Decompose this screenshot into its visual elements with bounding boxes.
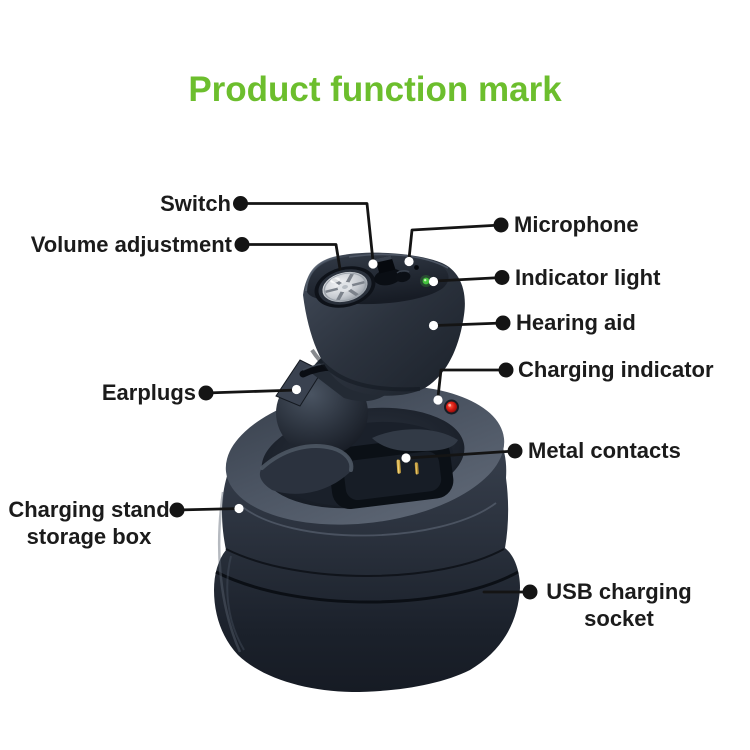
label-volume-adjustment: Volume adjustment xyxy=(30,232,232,257)
anchor-dot-indicator-light xyxy=(428,276,439,287)
indicator-led xyxy=(420,275,432,287)
charging-led xyxy=(444,399,459,415)
callout-line-indicator-light xyxy=(433,276,504,283)
callout-dot-earplugs xyxy=(198,385,214,401)
callout-dots xyxy=(169,196,538,600)
label-usb-charging-socket: USB charging socket xyxy=(541,578,697,632)
power-switch xyxy=(374,255,411,286)
hearing-aid-body xyxy=(299,252,465,402)
callout-dot-metal-contacts xyxy=(507,443,523,459)
anchor-dot-metal-contacts xyxy=(401,453,411,463)
label-usb-line2: socket xyxy=(584,606,654,631)
callout-lines xyxy=(175,202,532,594)
callout-line-volume xyxy=(240,243,342,271)
callout-dot-microphone xyxy=(493,217,509,233)
callout-dot-volume xyxy=(234,237,250,252)
callout-line-microphone xyxy=(407,223,503,261)
callout-line-switch xyxy=(239,202,375,263)
callout-dot-switch xyxy=(233,196,248,211)
callout-line-charging-indicator xyxy=(436,368,508,399)
volume-dial xyxy=(314,266,376,308)
callout-line-charging-stand xyxy=(175,507,243,512)
label-charging-indicator: Charging indicator xyxy=(518,357,714,382)
callout-line-earplugs xyxy=(204,388,300,395)
label-indicator-light: Indicator light xyxy=(515,265,661,290)
page-title: Product function mark xyxy=(188,70,562,109)
anchor-dot-charging-indicator xyxy=(433,395,443,405)
callout-dot-usb xyxy=(522,584,538,600)
label-charging-stand-line2: storage box xyxy=(26,524,152,549)
label-charging-stand-storage-box: Charging stand storage box xyxy=(8,496,170,550)
label-metal-contacts: Metal contacts xyxy=(528,438,681,463)
anchor-dot-charging-stand xyxy=(234,503,244,514)
callout-dot-charging-stand xyxy=(169,502,185,518)
label-switch: Switch xyxy=(160,191,231,216)
metal-contact-pins xyxy=(396,459,419,475)
label-microphone: Microphone xyxy=(514,212,639,237)
anchor-dot-switch xyxy=(368,259,378,269)
callout-dot-hearing-aid xyxy=(495,315,511,331)
label-hearing-aid: Hearing aid xyxy=(516,310,636,335)
anchor-dot-microphone xyxy=(404,256,414,267)
callout-dot-indicator-light xyxy=(494,270,510,285)
label-earplugs: Earplugs xyxy=(101,380,196,405)
callout-dot-charging-indicator xyxy=(498,362,514,378)
callout-line-metal-contacts xyxy=(406,449,517,460)
callout-line-hearing-aid xyxy=(433,321,505,327)
label-charging-stand-line1: Charging stand xyxy=(8,497,170,522)
anchor-dot-hearing-aid xyxy=(428,320,439,331)
label-usb-line1: USB charging xyxy=(546,579,692,604)
anchor-dot-earplugs xyxy=(291,384,302,395)
